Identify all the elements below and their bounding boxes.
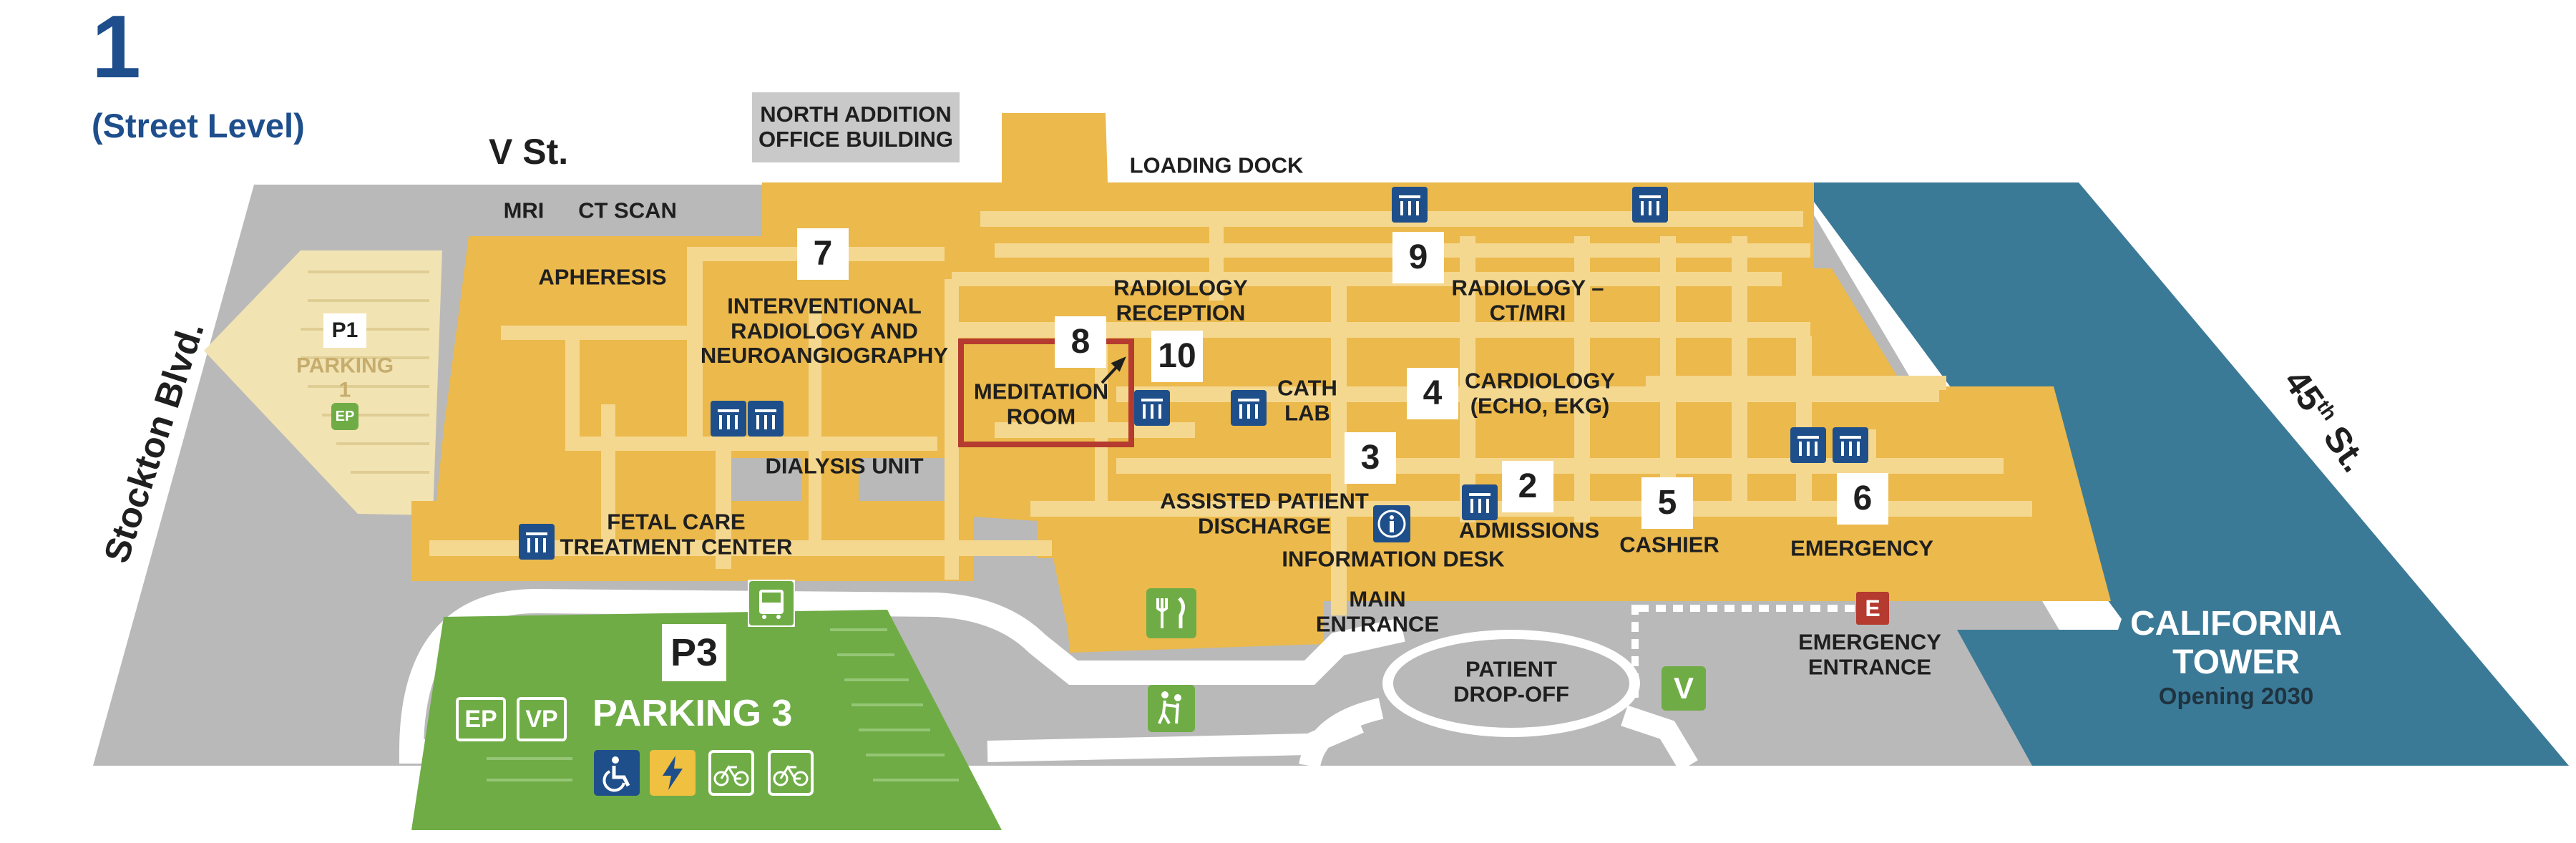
- parking-3-badge: P3: [662, 624, 726, 681]
- fetal-care-label: FETAL CARE TREATMENT CENTER: [560, 509, 793, 559]
- elevator-icon: [1462, 484, 1498, 520]
- you-are-here-arrow-icon: [1101, 356, 1126, 384]
- parking-3-label: PARKING 3: [592, 693, 793, 734]
- location-number-2: 2: [1502, 461, 1553, 512]
- location-number-4: 4: [1407, 368, 1458, 419]
- information-desk-label: INFORMATION DESK: [1282, 546, 1505, 572]
- location-number-6: 6: [1837, 473, 1888, 525]
- bus-icon: [748, 580, 795, 627]
- california-tower-note: Opening 2030: [2158, 683, 2314, 709]
- location-number-3: 3: [1345, 432, 1396, 484]
- floor-number: 1: [92, 0, 141, 97]
- bike-rack-icon: [768, 750, 814, 796]
- california-tower-label: CALIFORNIA TOWER: [2130, 605, 2342, 681]
- floor-name: (Street Level): [92, 107, 305, 145]
- parking-3-vp-badge: VP: [517, 697, 567, 741]
- location-number-7: 7: [797, 228, 849, 280]
- loading-dock-label: LOADING DOCK: [1129, 152, 1304, 178]
- dining-icon: [1146, 588, 1196, 638]
- location-number-8: 8: [1055, 316, 1106, 368]
- north-addition-label: NORTH ADDITION OFFICE BUILDING: [758, 102, 954, 152]
- radiology-reception-label: RADIOLOGY RECEPTION: [1113, 275, 1248, 325]
- meditation-room-label: MEDITATION ROOM: [973, 379, 1109, 429]
- emergency-entrance-label: EMERGENCY ENTRANCE: [1798, 629, 1941, 679]
- parking-1-label: PARKING 1: [296, 354, 394, 401]
- patient-dropoff-label: PATIENT DROP-OFF: [1453, 656, 1569, 706]
- cashier-label: CASHIER: [1619, 532, 1719, 557]
- valet-v-badge: V: [1662, 666, 1706, 711]
- meditation-room-highlight: [958, 338, 1134, 447]
- parking-3-ep-badge: EP: [456, 697, 506, 741]
- emergency-label: EMERGENCY: [1790, 535, 1933, 561]
- parking-1-ep-badge: EP: [331, 403, 358, 430]
- elevator-icon: [1790, 427, 1826, 463]
- dropoff-road: [987, 698, 1698, 771]
- walking-assist-icon: [1148, 685, 1195, 732]
- elevator-icon: [1632, 187, 1668, 223]
- cardiology-label: CARDIOLOGY (ECHO, EKG): [1464, 368, 1616, 418]
- v-street-label: V St.: [489, 132, 569, 172]
- elevator-icon: [1134, 390, 1170, 426]
- parking-1-area: [204, 250, 442, 515]
- elevator-icon: [1231, 390, 1267, 426]
- ct-scan-label: CT SCAN: [578, 198, 677, 223]
- information-icon: [1373, 505, 1410, 542]
- parking-3-area: [411, 610, 1002, 830]
- elevator-icon: [748, 401, 784, 437]
- dialysis-unit-label: DIALYSIS UNIT: [765, 453, 924, 479]
- cath-lab-label: CATH LAB: [1277, 375, 1337, 425]
- location-number-5: 5: [1641, 477, 1693, 529]
- mri-label: MRI: [503, 198, 545, 223]
- parking-1-badge: P1: [323, 313, 366, 348]
- emergency-e-badge: E: [1856, 592, 1889, 625]
- interventional-radiology-label: INTERVENTIONAL RADIOLOGY AND NEUROANGIOG…: [700, 293, 949, 369]
- corridors: [429, 211, 2032, 615]
- bike-locker-icon: [708, 750, 754, 796]
- admissions-label: ADMISSIONS: [1458, 517, 1600, 543]
- elevator-icon: [519, 524, 555, 560]
- radiology-ct-mri-label: RADIOLOGY – CT/MRI: [1451, 275, 1604, 325]
- main-entrance-label: MAIN ENTRANCE: [1315, 586, 1440, 636]
- location-number-9: 9: [1392, 232, 1444, 283]
- north-addition-box: NORTH ADDITION OFFICE BUILDING: [752, 92, 960, 162]
- assisted-discharge-label: ASSISTED PATIENT DISCHARGE: [1160, 488, 1369, 538]
- california-tower-shape: [1800, 182, 2569, 766]
- location-number-10: 10: [1151, 331, 1203, 382]
- apheresis-label: APHERESIS: [538, 264, 667, 290]
- elevator-icon: [1392, 187, 1428, 223]
- main-road: [399, 588, 1405, 764]
- elevator-icon: [711, 401, 746, 437]
- ev-charging-icon: [650, 750, 696, 796]
- wheelchair-icon: [594, 750, 640, 796]
- elevator-icon: [1833, 427, 1868, 463]
